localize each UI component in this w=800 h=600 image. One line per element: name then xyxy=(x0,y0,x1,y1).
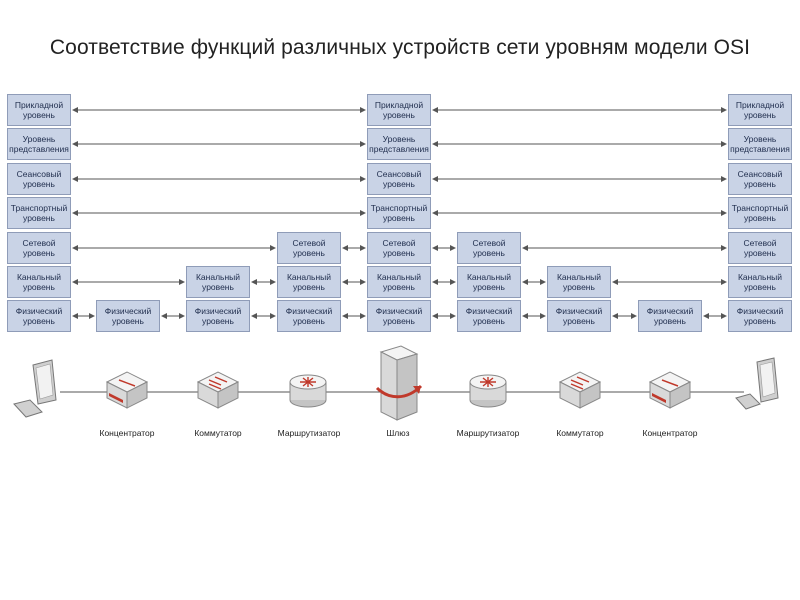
hub-right-icon xyxy=(648,371,692,409)
switch-left-physical-layer: Физический уровень xyxy=(186,300,250,332)
router-left-label: Маршрутизатор xyxy=(277,428,341,438)
host-left-transport-layer: Транспортный уровень xyxy=(7,197,71,229)
gateway-application-layer: Прикладной уровень xyxy=(367,94,431,126)
switch-left-datalink-layer: Канальный уровень xyxy=(186,266,250,298)
hub-left-physical-layer: Физический уровень xyxy=(96,300,160,332)
router-left-icon xyxy=(289,374,327,408)
host-right-transport-layer: Транспортный уровень xyxy=(728,197,792,229)
host-right-session-layer: Сеансовый уровень xyxy=(728,163,792,195)
gateway-label: Шлюз xyxy=(386,428,410,438)
switch-right-label: Коммутатор xyxy=(556,428,604,438)
switch-right-datalink-layer: Канальный уровень xyxy=(547,266,611,298)
hub-right-physical-layer: Физический уровень xyxy=(638,300,702,332)
gateway-icon xyxy=(375,345,423,421)
switch-left-label: Коммутатор xyxy=(194,428,242,438)
host-left-application-layer: Прикладной уровень xyxy=(7,94,71,126)
switch-right-physical-layer: Физический уровень xyxy=(547,300,611,332)
host-right-physical-layer: Физический уровень xyxy=(728,300,792,332)
computer-right-icon xyxy=(735,357,779,410)
page-title: Соответствие функций различных устройств… xyxy=(49,36,751,59)
router-right-physical-layer: Физический уровень xyxy=(457,300,521,332)
host-left-session-layer: Сеансовый уровень xyxy=(7,163,71,195)
switch-right-icon xyxy=(558,371,602,409)
host-right-datalink-layer: Канальный уровень xyxy=(728,266,792,298)
gateway-physical-layer: Физический уровень xyxy=(367,300,431,332)
host-right-presentation-layer: Уровень представления xyxy=(728,128,792,160)
router-left-datalink-layer: Канальный уровень xyxy=(277,266,341,298)
network-devices-row xyxy=(13,345,779,421)
router-right-datalink-layer: Канальный уровень xyxy=(457,266,521,298)
computer-left-icon xyxy=(13,359,57,418)
gateway-session-layer: Сеансовый уровень xyxy=(367,163,431,195)
host-right-network-layer: Сетевой уровень xyxy=(728,232,792,264)
hub-left-label: Концентратор xyxy=(99,428,155,438)
gateway-network-layer: Сетевой уровень xyxy=(367,232,431,264)
host-left-physical-layer: Физический уровень xyxy=(7,300,71,332)
router-left-physical-layer: Физический уровень xyxy=(277,300,341,332)
host-right-application-layer: Прикладной уровень xyxy=(728,94,792,126)
hub-right-label: Концентратор xyxy=(642,428,698,438)
hub-left-icon xyxy=(105,371,149,409)
host-left-datalink-layer: Канальный уровень xyxy=(7,266,71,298)
host-left-presentation-layer: Уровень представления xyxy=(7,128,71,160)
host-left-network-layer: Сетевой уровень xyxy=(7,232,71,264)
router-right-network-layer: Сетевой уровень xyxy=(457,232,521,264)
gateway-datalink-layer: Канальный уровень xyxy=(367,266,431,298)
router-right-label: Маршрутизатор xyxy=(456,428,520,438)
gateway-transport-layer: Транспортный уровень xyxy=(367,197,431,229)
router-right-icon xyxy=(469,374,507,408)
switch-left-icon xyxy=(196,371,240,409)
router-left-network-layer: Сетевой уровень xyxy=(277,232,341,264)
gateway-presentation-layer: Уровень представления xyxy=(367,128,431,160)
